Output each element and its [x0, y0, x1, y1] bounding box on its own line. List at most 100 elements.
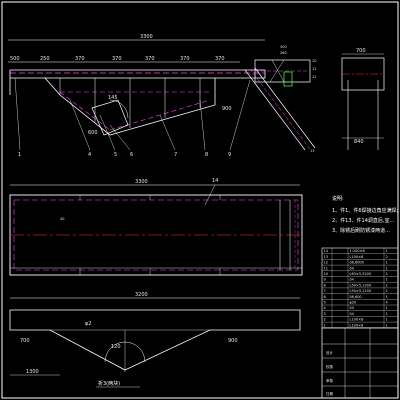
bottom-left-long: 1300 — [26, 369, 39, 375]
chute-line-2 — [254, 67, 316, 149]
parts-table-cell: δ4 — [350, 306, 355, 310]
parts-table-cell: 2 — [386, 255, 388, 259]
parts-table-cell: 2 — [386, 289, 388, 293]
parts-table-cell: L100×8 — [350, 318, 364, 322]
mid-dim: 900 — [222, 106, 232, 112]
leader-1 — [14, 77, 21, 151]
parts-table-cell: 9 — [324, 278, 326, 282]
plan-overall-label: 3300 — [135, 179, 148, 185]
dim-d2: 250 — [40, 56, 50, 62]
callout-10: 10 — [312, 59, 316, 63]
hidden-slope-left — [59, 91, 111, 131]
plan-view: 3300 14 40 — [9, 178, 303, 276]
parts-table-cell: 2 — [324, 318, 326, 322]
dim-d1: 500 — [10, 56, 20, 62]
small-dim-1: 260 — [280, 51, 287, 55]
callout-6: 6 — [130, 152, 133, 158]
parts-table-cell: 1 — [324, 323, 326, 327]
parts-table-cell: 1 — [386, 249, 388, 253]
parts-table-cell: 12 — [324, 261, 328, 265]
dim-d7: 370 — [215, 56, 225, 62]
bottom-left-dim: 700 — [20, 338, 30, 344]
bottom-angle: 120 — [111, 344, 121, 350]
tb-label-review: 审核 — [326, 378, 334, 383]
parts-table-cell: 6 — [324, 295, 326, 299]
bottom-diameter: φ2 — [85, 321, 91, 327]
dim-d3: 370 — [75, 56, 85, 62]
parts-table-cell: φ20 — [350, 301, 357, 305]
parts-table-cell: δ6,600 — [350, 295, 362, 299]
trough-top-outline — [10, 69, 266, 79]
notes-title: 说明: — [332, 195, 344, 202]
bottom-overall-label: 3200 — [135, 292, 148, 298]
parts-table-cell: 1 — [386, 318, 388, 322]
callout-13: 13 — [310, 149, 314, 153]
note-line-1: 1、件1、件6焊接边角应满焊; — [332, 207, 399, 214]
parts-table-cell: 2 — [386, 283, 388, 287]
title-block: 设计 校核 审核 日期 — [321, 327, 399, 399]
plan-ticks — [79, 195, 221, 275]
end-view-bottom-label: 840 — [354, 139, 364, 145]
leader-5 — [99, 114, 116, 151]
parts-table-cell: L100×8 — [350, 323, 364, 327]
end-view-width: 700 — [356, 48, 366, 54]
plan-callout: 14 — [212, 178, 218, 184]
callout-1: 1 — [18, 152, 21, 158]
parts-table-cell: δ4 — [350, 312, 355, 316]
callout-11: 11 — [312, 67, 316, 71]
leader-9 — [229, 79, 251, 151]
dim-d6: 370 — [180, 56, 190, 62]
callout-8: 8 — [205, 152, 208, 158]
parts-table-cell: L50×5,1300 — [350, 283, 372, 287]
head-diagonal-1 — [271, 59, 285, 83]
plan-side-dim: 40 — [60, 217, 64, 221]
parts-table-cell: 1 — [386, 306, 388, 310]
parts-table-cell: 14 — [324, 249, 329, 253]
parts-table-cell: 4 — [324, 306, 327, 310]
tb-label-check: 校核 — [326, 364, 334, 369]
chute-line-1 — [244, 69, 306, 151]
callout-9: 9 — [228, 152, 231, 158]
overall-dim-label: 3300 — [140, 34, 153, 40]
angle-label: 145 — [108, 95, 118, 101]
callouts — [14, 77, 251, 151]
parts-table-cell: δ4 — [350, 266, 355, 270]
head-diagonal-2 — [269, 59, 285, 83]
dim-d4: 370 — [112, 56, 122, 62]
parts-table-cell: L63×5,3200 — [350, 272, 372, 276]
parts-table-cell: 1 — [386, 312, 388, 316]
parts-table-cell: 11 — [324, 266, 328, 270]
callout-12: 12 — [312, 75, 316, 79]
notes-block: 说明: 1、件1、件6焊接边角应满焊; 2、件13、件14调直后,宜... 3、… — [332, 195, 399, 234]
tb-label-date: 日期 — [326, 391, 334, 396]
title-block-frame — [321, 327, 399, 399]
hopper-dim: 600 — [88, 130, 98, 136]
parts-table-cell: 1 — [386, 295, 388, 299]
leader-6 — [109, 124, 131, 151]
green-bracket — [283, 71, 293, 87]
tb-label-design: 设计 — [326, 350, 334, 355]
parts-table-cell: 8 — [324, 283, 326, 287]
bottom-view: 3200 700 900 φ2 120 1300 折3(两块) — [9, 292, 301, 388]
chute-hidden — [249, 68, 311, 150]
parts-table-cell: 7 — [324, 289, 326, 293]
sloped-bottom — [44, 77, 216, 136]
small-dim-2: 300 — [280, 45, 287, 49]
parts-table-cell: 1:100×6 — [350, 249, 365, 253]
bottom-right-dim: 900 — [228, 338, 238, 344]
parts-table-cell: 1 — [386, 261, 388, 265]
parts-table-cell: δ6,6000 — [350, 261, 364, 265]
parts-table-cell: 1 — [386, 323, 388, 327]
parts-table-cell: 5 — [324, 301, 326, 305]
parts-table-cell: δ4 — [350, 278, 355, 282]
bottom-caption: 折3(两块) — [98, 380, 120, 387]
hopper-arc — [109, 99, 129, 119]
top-view: 3300 500 250 370 370 370 370 370 145 600 — [8, 34, 385, 158]
bottom-profile — [9, 309, 301, 371]
dim-d5: 370 — [145, 56, 155, 62]
parts-table-cell: 1 — [386, 266, 388, 270]
parts-table-cell: L100×8 — [350, 255, 364, 259]
